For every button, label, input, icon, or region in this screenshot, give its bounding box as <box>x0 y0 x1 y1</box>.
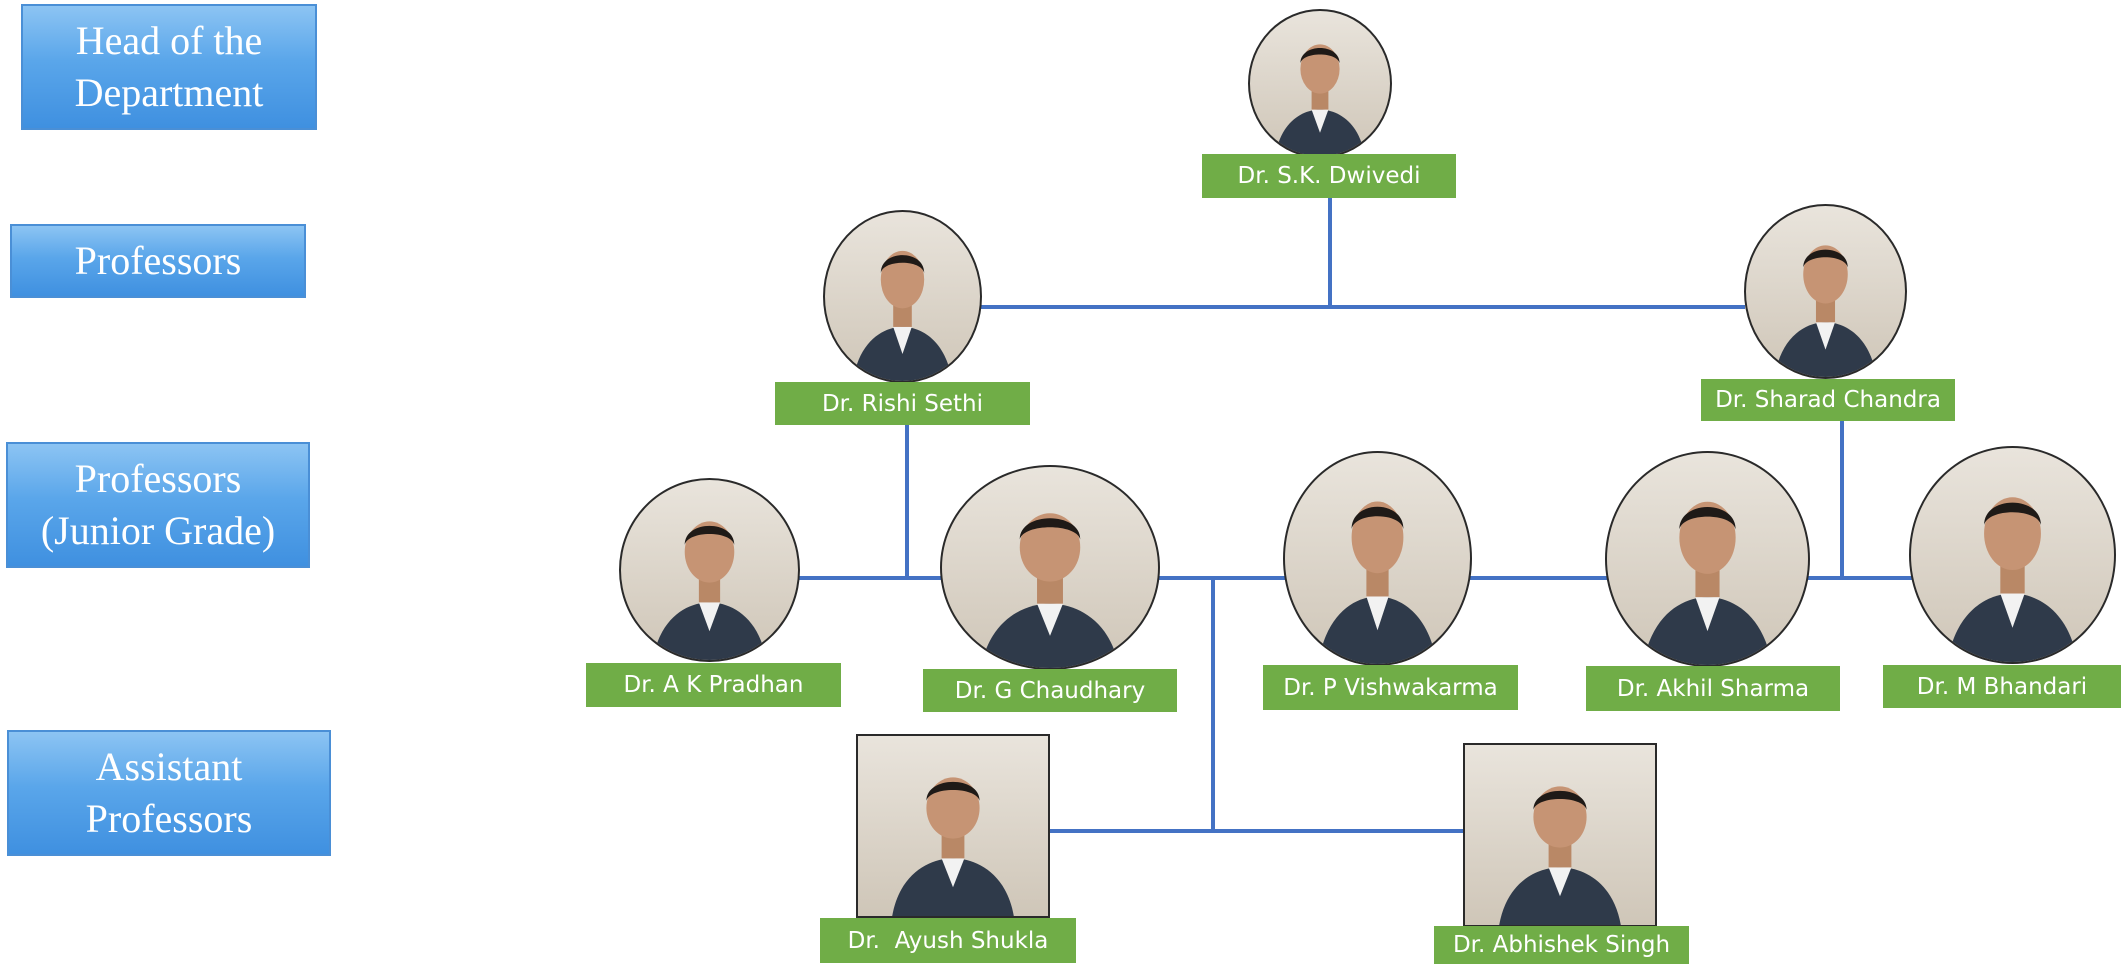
name-label-vishwakarma: Dr. P Vishwakarma <box>1263 665 1518 710</box>
person-photo-icon <box>1605 451 1810 667</box>
tier-head-of-department: Head of the Department <box>21 4 317 130</box>
person-photo-icon <box>619 478 800 662</box>
name-label-chaudhary: Dr. G Chaudhary <box>923 669 1177 712</box>
name-label-bhandari: Dr. M Bhandari <box>1883 665 2121 708</box>
person-photo-icon <box>856 734 1050 918</box>
name-label-pradhan: Dr. A K Pradhan <box>586 663 841 707</box>
tier-professors-junior-grade: Professors (Junior Grade) <box>6 442 310 568</box>
person-photo-icon <box>1248 9 1392 158</box>
person-photo-icon <box>1283 451 1472 666</box>
name-label-dwivedi: Dr. S.K. Dwivedi <box>1202 154 1456 198</box>
name-label-singh: Dr. Abhishek Singh <box>1434 926 1689 964</box>
name-label-sharma: Dr. Akhil Sharma <box>1586 666 1840 711</box>
person-photo-icon <box>1463 743 1657 927</box>
tier-assistant-professors: Assistant Professors <box>7 730 331 856</box>
name-label-shukla: Dr. Ayush Shukla <box>820 918 1076 963</box>
person-photo-icon <box>823 210 982 383</box>
name-label-chandra: Dr. Sharad Chandra <box>1701 379 1955 421</box>
person-photo-icon <box>1744 204 1907 379</box>
person-photo-icon <box>1909 446 2116 664</box>
person-photo-icon <box>940 465 1160 670</box>
name-label-sethi: Dr. Rishi Sethi <box>775 382 1030 425</box>
tier-professors: Professors <box>10 224 306 298</box>
